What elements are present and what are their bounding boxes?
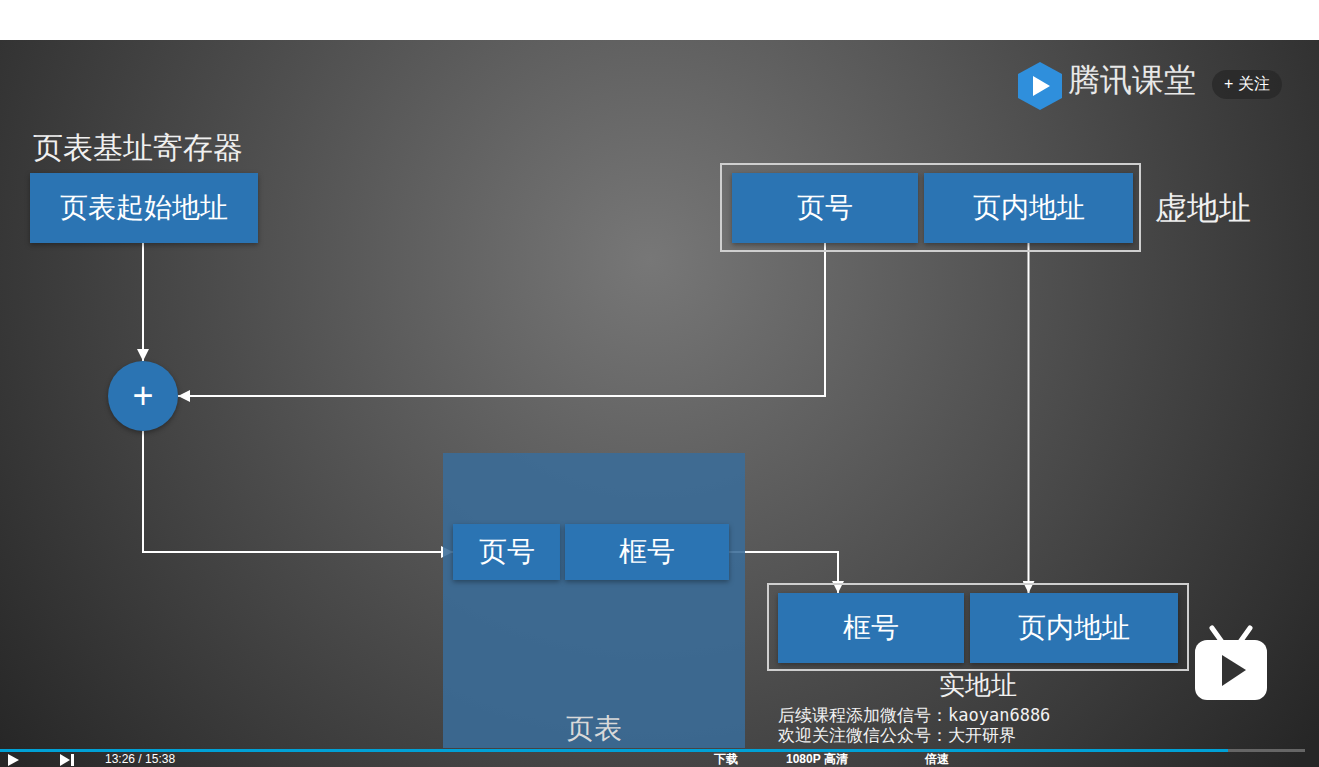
box-label: 框号 <box>843 612 899 644</box>
box-label: 页表 <box>566 713 622 745</box>
progress-bar <box>0 749 1228 752</box>
register-box: 页表基址寄存器页表起始地址 <box>30 173 258 243</box>
box-label: 页内地址 <box>1018 612 1130 644</box>
bilibili-icon <box>1195 628 1267 700</box>
page-table-band: 页表 页号 框号 <box>443 453 745 748</box>
arrow-connector <box>142 243 144 361</box>
box-label: 页内地址 <box>973 192 1085 224</box>
play-icon <box>8 754 19 766</box>
player-button: 倍速 <box>925 753 949 767</box>
arrow-connector <box>1028 243 1030 593</box>
heading-label: 页表基址寄存器 <box>33 131 243 166</box>
box-label: 页号 <box>479 536 535 568</box>
logo-text: 腾讯课堂 <box>1068 62 1196 99</box>
box-label: 页号 <box>797 192 853 224</box>
field-box: 框号 <box>778 593 964 663</box>
field-box: 页号 <box>732 173 918 243</box>
box-label: 框号 <box>619 536 675 568</box>
player-button: 下载 <box>714 753 738 767</box>
address-outline: 虚地址页号页内地址 <box>720 163 1141 252</box>
arrow-connector <box>143 431 453 552</box>
address-outline: 实地址框号页内地址 <box>767 583 1189 671</box>
watermark-text: 后续课程添加微信号：kaoyan6886 <box>778 706 1050 725</box>
field-box: 页内地址 <box>924 173 1133 243</box>
table-entry-box: 框号 <box>565 524 729 580</box>
table-entry-box: 页号 <box>453 524 560 580</box>
field-box: 页内地址 <box>970 593 1178 663</box>
next-icon <box>60 754 74 766</box>
box-label: + <box>132 378 153 414</box>
player-button: 1080P 高清 <box>786 753 848 767</box>
slide-ground <box>0 40 1319 767</box>
arrow-connector <box>729 552 838 593</box>
box-label: 页表起始地址 <box>60 192 228 224</box>
page-margin <box>0 0 1319 40</box>
time-display: 13:26 / 15:38 <box>105 753 175 767</box>
heading-label: 虚地址 <box>1155 189 1251 226</box>
adder-circle: + <box>108 361 178 431</box>
watermark-text: 欢迎关注微信公众号：大开研界 <box>778 726 1016 745</box>
arrow-connector <box>178 243 825 396</box>
heading-label: 实地址 <box>939 671 1017 701</box>
tencent-logo-icon <box>1018 62 1062 110</box>
progress-track <box>0 749 1305 752</box>
follow-button: + 关注 <box>1212 70 1282 99</box>
